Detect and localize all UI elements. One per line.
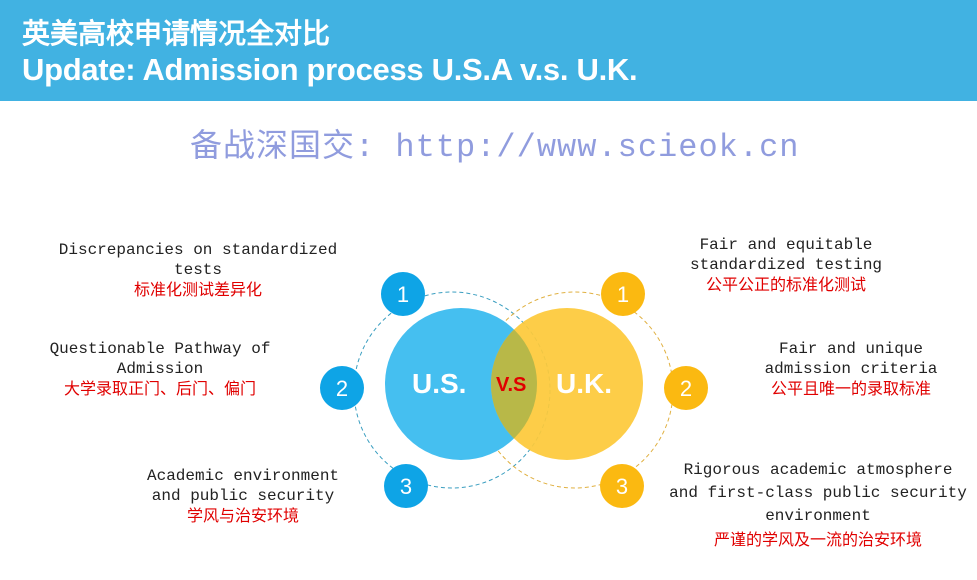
number-label: 1 <box>396 282 410 307</box>
point-text-en: Academic environment and public security <box>146 467 340 505</box>
us-number-2 <box>320 366 364 410</box>
uk-number-2 <box>664 366 708 410</box>
us-label: U.S. <box>412 368 467 399</box>
point-text-en: Fair and equitable standardized testing <box>689 236 883 274</box>
title-chinese: 英美高校申请情况全对比 <box>22 17 331 50</box>
uk-number-3 <box>600 464 644 508</box>
us-point-2: Questionable Pathway of Admission 大学录取正门… <box>30 339 290 399</box>
vs-label: V.S <box>496 374 527 396</box>
uk-point-3: Rigorous academic atmosphere and first-c… <box>668 459 968 551</box>
point-text-cn: 学风与治安环境 <box>186 506 299 525</box>
uk-number-1 <box>601 272 645 316</box>
point-text-en: Questionable Pathway of Admission <box>49 340 271 378</box>
point-text-en: Rigorous academic atmosphere and first-c… <box>669 461 967 525</box>
point-text-cn: 标准化测试差异化 <box>133 280 262 299</box>
uk-point-1: Fair and equitable standardized testing … <box>676 235 896 295</box>
title-english: Update: Admission process U.S.A v.s. U.K… <box>22 52 638 87</box>
uk-label: U.K. <box>556 368 612 399</box>
us-number-1 <box>381 272 425 316</box>
point-text-en: Discrepancies on standardized tests <box>58 241 338 279</box>
us-point-3: Academic environment and public security… <box>140 466 346 526</box>
number-label: 3 <box>615 474 629 499</box>
us-number-3 <box>384 464 428 508</box>
point-text-en: Fair and unique admission criteria <box>764 340 938 378</box>
number-label: 2 <box>335 376 349 401</box>
number-label: 1 <box>616 282 630 307</box>
header-banner: 英美高校申请情况全对比 Update: Admission process U.… <box>0 0 977 101</box>
point-text-cn: 严谨的学风及一流的治安环境 <box>713 530 922 549</box>
point-text-cn: 大学录取正门、后门、偏门 <box>63 379 256 398</box>
uk-point-2: Fair and unique admission criteria 公平且唯一… <box>746 339 956 399</box>
number-label: 3 <box>399 474 413 499</box>
number-label: 2 <box>679 376 693 401</box>
point-text-cn: 公平公正的标准化测试 <box>705 275 866 294</box>
us-point-1: Discrepancies on standardized tests 标准化测… <box>40 240 356 300</box>
point-text-cn: 公平且唯一的录取标准 <box>770 379 931 398</box>
watermark: 备战深国交: http://www.scieok.cn <box>190 129 800 166</box>
